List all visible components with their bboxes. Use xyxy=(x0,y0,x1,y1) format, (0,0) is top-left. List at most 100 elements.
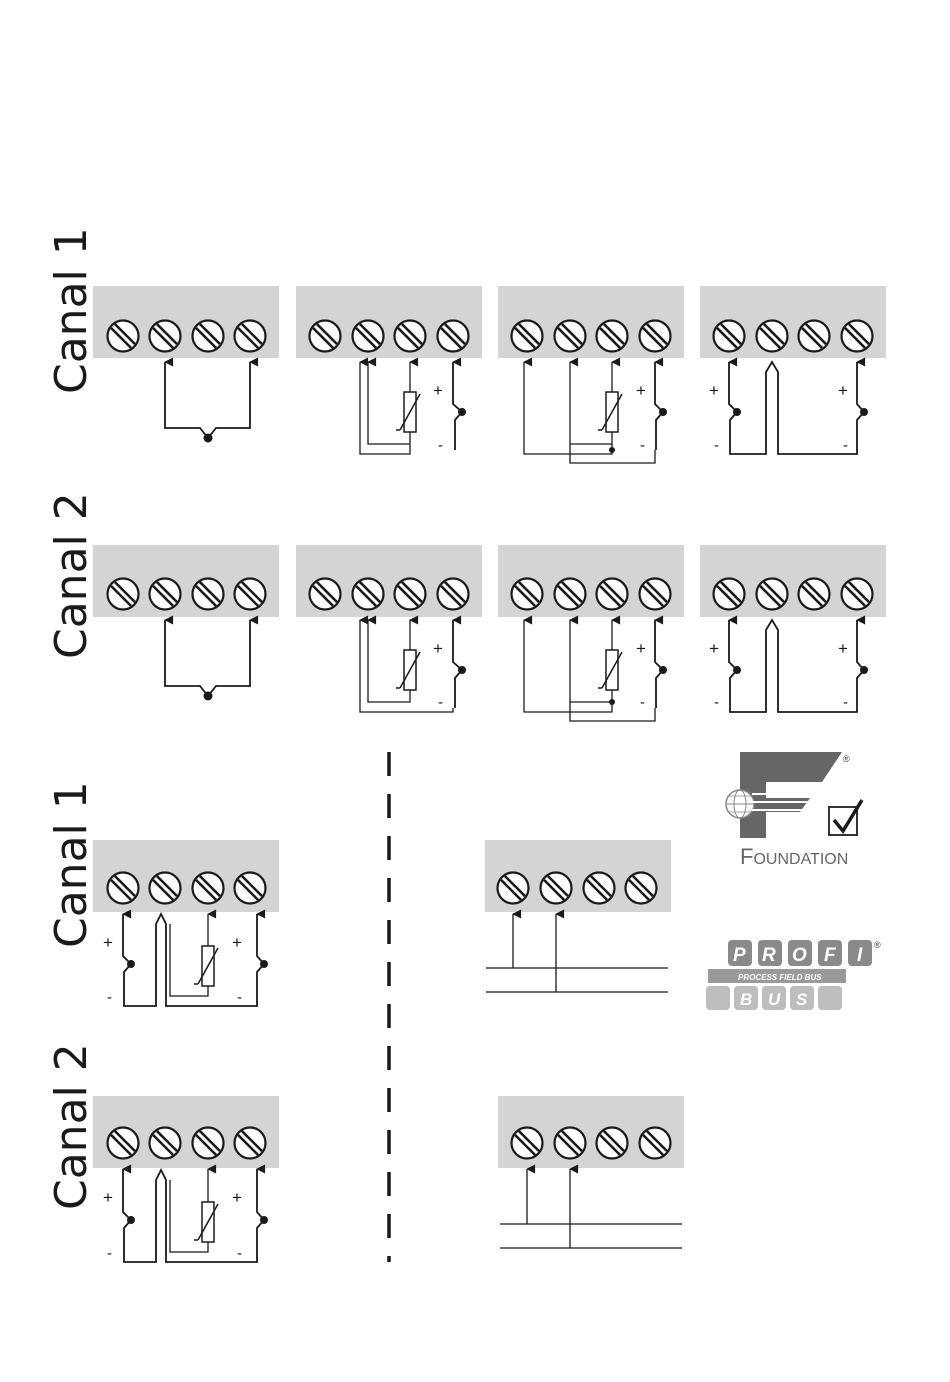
screw-terminal xyxy=(353,321,384,352)
screw-terminal xyxy=(640,1128,671,1159)
screw-terminal xyxy=(438,579,469,610)
plus-sign: + xyxy=(103,933,113,952)
row1-rtd3-mv: + - xyxy=(296,286,482,454)
screw-terminal xyxy=(498,873,529,904)
foundation-logo: ® FOUNDATION xyxy=(726,752,862,869)
junction-dot xyxy=(860,408,868,416)
mv-wire xyxy=(123,914,264,1006)
screw-terminal xyxy=(555,579,586,610)
plus-sign: + xyxy=(103,1188,113,1207)
plus-sign: + xyxy=(709,639,719,658)
screw-terminal xyxy=(512,579,543,610)
junction-dot xyxy=(609,447,615,453)
checkbox-icon xyxy=(829,800,862,835)
screw-terminal xyxy=(512,1128,543,1159)
screw-terminal xyxy=(541,873,572,904)
screw-terminal xyxy=(150,579,181,610)
minus-sign: - xyxy=(107,1245,112,1262)
plus-sign: + xyxy=(709,381,719,400)
rtd-icon xyxy=(396,392,420,432)
rtd-icon xyxy=(598,650,622,690)
screw-terminal xyxy=(395,579,426,610)
row4-bus-connection xyxy=(498,1096,684,1248)
screw-terminal xyxy=(714,579,745,610)
registered-mark: ® xyxy=(843,754,850,764)
row1-double-mv: + - + - xyxy=(700,286,886,454)
junction-dot xyxy=(659,666,667,674)
screw-terminal xyxy=(757,321,788,352)
thermocouple-wire xyxy=(165,620,250,696)
screw-terminal xyxy=(597,1128,628,1159)
junction-dot xyxy=(260,960,268,968)
foundation-initial: F xyxy=(740,844,753,869)
canal1-label-bottom: Canal 1 xyxy=(46,781,97,948)
thermocouple-wire xyxy=(165,362,250,438)
screw-terminal xyxy=(310,321,341,352)
profibus-letter: F xyxy=(824,945,837,966)
rtd-icon xyxy=(598,392,622,432)
mv-wire xyxy=(655,620,663,708)
minus-sign: - xyxy=(107,989,112,1006)
screw-terminal xyxy=(108,579,139,610)
screw-terminal xyxy=(353,579,384,610)
screw-terminal xyxy=(757,579,788,610)
screw-terminal xyxy=(714,321,745,352)
screw-terminal xyxy=(626,873,657,904)
junction-dot xyxy=(860,666,868,674)
screw-terminal xyxy=(150,321,181,352)
minus-sign: - xyxy=(438,694,443,711)
screw-terminal xyxy=(395,321,426,352)
mv-wire xyxy=(123,1169,264,1262)
screw-terminal xyxy=(150,873,181,904)
screw-terminal xyxy=(597,321,628,352)
row2-rtd3-mv: + - xyxy=(296,545,482,712)
junction-dot xyxy=(127,960,135,968)
profibus-letter: U xyxy=(768,990,781,1009)
rtd-wire xyxy=(524,362,612,454)
screw-terminal xyxy=(108,1128,139,1159)
minus-sign: - xyxy=(714,437,719,454)
plus-sign: + xyxy=(838,639,848,658)
profibus-letter: S xyxy=(796,990,808,1009)
screw-terminal xyxy=(555,321,586,352)
junction-dot xyxy=(127,1216,135,1224)
plus-sign: + xyxy=(838,381,848,400)
rtd-wire xyxy=(524,620,612,712)
screw-terminal xyxy=(799,579,830,610)
minus-sign: - xyxy=(843,437,848,454)
screw-terminal xyxy=(235,873,266,904)
junction-dot xyxy=(733,408,741,416)
profibus-letter: B xyxy=(740,990,752,1009)
screw-terminal xyxy=(584,873,615,904)
screw-terminal xyxy=(108,873,139,904)
screw-terminal xyxy=(799,321,830,352)
junction-dot xyxy=(733,666,741,674)
row2-thermocouple xyxy=(93,545,279,701)
plus-sign: + xyxy=(433,381,443,400)
plus-sign: + xyxy=(636,381,646,400)
profibus-letter: O xyxy=(792,945,807,966)
minus-sign: - xyxy=(843,694,848,711)
row3-bus-connection xyxy=(485,840,671,992)
screw-terminal xyxy=(193,873,224,904)
screw-terminal xyxy=(842,579,873,610)
canal2-label-bottom: Canal 2 xyxy=(46,1043,97,1210)
profibus-letter: P xyxy=(733,945,746,966)
junction-dot xyxy=(260,1216,268,1224)
mv-wire xyxy=(655,362,663,450)
row3-rtd-double-mv: + - + - xyxy=(93,840,279,1006)
row2-double-mv: + - + - xyxy=(700,545,886,712)
screw-terminal xyxy=(193,321,224,352)
junction-dot xyxy=(204,434,213,443)
rtd-icon xyxy=(396,650,420,690)
junction-dot xyxy=(458,408,466,416)
minus-sign: - xyxy=(438,437,443,454)
canal2-label-top: Canal 2 xyxy=(46,492,97,659)
plus-sign: + xyxy=(232,1188,242,1207)
rtd-icon xyxy=(194,946,218,986)
minus-sign: - xyxy=(640,437,645,454)
plus-sign: + xyxy=(636,639,646,658)
row1-rtd4-mv: + - xyxy=(498,286,684,463)
minus-sign: - xyxy=(237,989,242,1006)
